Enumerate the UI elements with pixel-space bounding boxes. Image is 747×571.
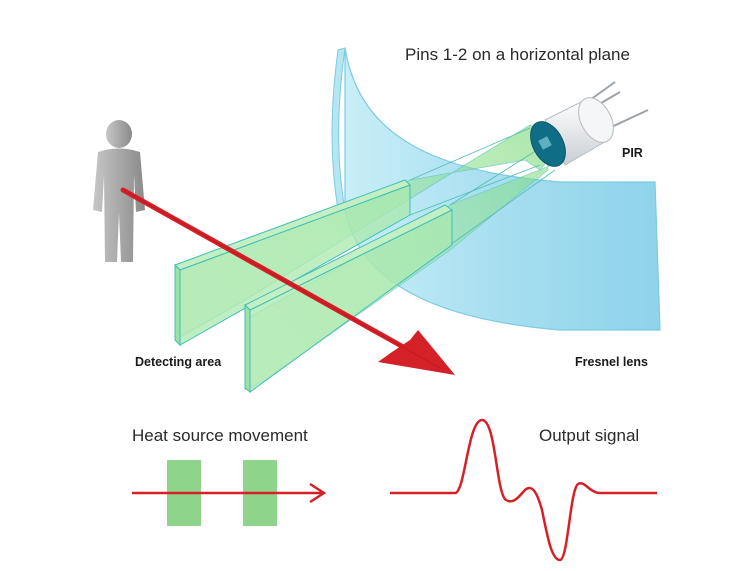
movement-arrow-icon (120, 187, 455, 375)
pir-label: PIR (622, 146, 643, 160)
pins-label: Pins 1-2 on a horizontal plane (405, 45, 630, 64)
arrow-right-icon (309, 482, 327, 504)
output-signal-label: Output signal (539, 426, 640, 445)
detecting-zone-1 (174, 179, 411, 347)
detecting-area-label: Detecting area (135, 355, 222, 369)
pir-sensor-icon (530, 81, 649, 167)
fresnel-lens-label: Fresnel lens (575, 355, 648, 369)
output-signal-waveform (390, 418, 657, 562)
person-silhouette-icon (93, 120, 145, 262)
heat-source-movement-label: Heat source movement (132, 426, 308, 445)
heat-source-graphic (132, 460, 327, 526)
detecting-zone-2 (244, 204, 453, 394)
